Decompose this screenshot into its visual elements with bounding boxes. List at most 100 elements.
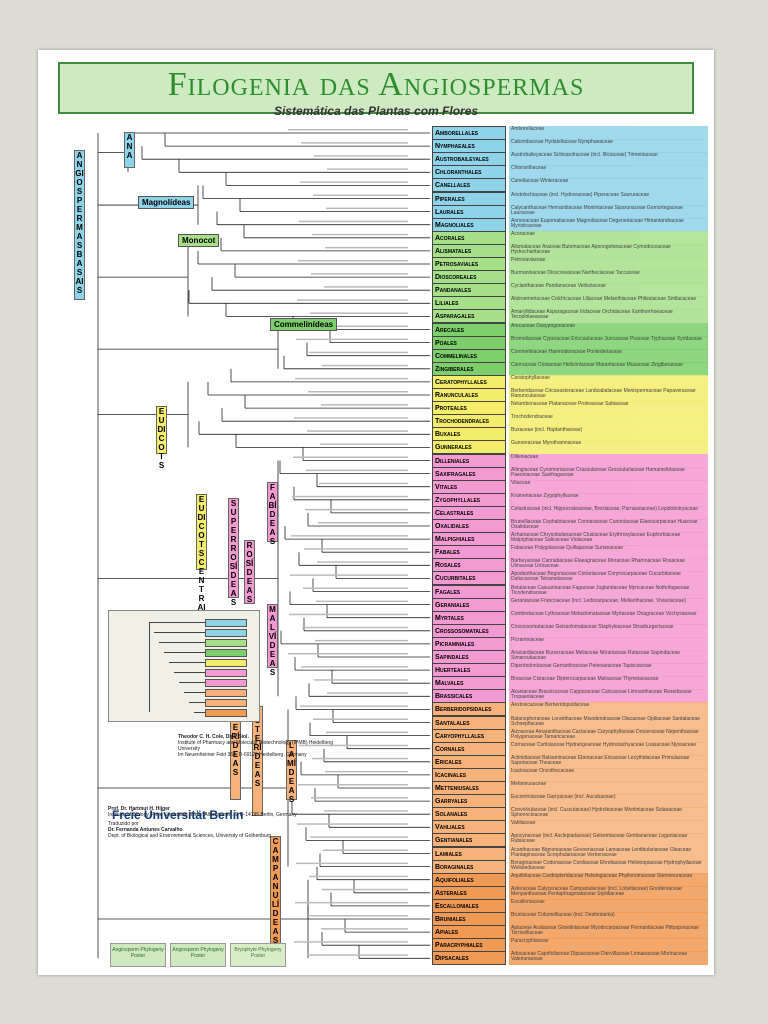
order-name: Pandanales <box>432 283 506 298</box>
author2-name: Prof. Dr. Hartmut H. Hilger <box>108 806 170 812</box>
inset-branch <box>184 692 205 693</box>
order-families: Convolvulaceae (incl. Cuscutaceae) Hydro… <box>509 807 708 822</box>
clade-label-lamideas: LAMÍDEAS <box>286 740 297 804</box>
order-name: Proteales <box>432 401 506 416</box>
order-families: Acoraceae <box>509 230 708 245</box>
character-annotation-line <box>296 862 408 865</box>
clade-label-fabideas: FABÍDEAS <box>267 482 278 546</box>
author1-address: Im Neuenheimer Feld 364, D-69120 Heidelb… <box>178 752 307 758</box>
order-families: Fabaceae Polygalaceae Quillajaceae Suria… <box>509 545 708 560</box>
order-name: Buxales <box>432 427 506 442</box>
order-families: Boraginaceae Codonaceae Cordiaceae Ehret… <box>509 859 708 874</box>
order-name: Oxalidales <box>432 519 506 533</box>
order-name: Magnoliales <box>432 217 506 232</box>
inset-branch <box>169 662 205 663</box>
character-annotation-line <box>298 784 408 786</box>
order-name: Fabales <box>432 545 506 560</box>
character-annotation-line <box>327 692 408 694</box>
clade-label-ana: ANA <box>124 132 135 168</box>
inset-clade-bar <box>205 649 247 657</box>
character-annotation-line <box>324 810 408 812</box>
character-annotation-line <box>301 666 408 668</box>
character-annotation-line <box>301 142 408 144</box>
inset-clade-bar <box>205 629 247 637</box>
order-name: Escalloniales <box>432 898 506 913</box>
order-name: Malvales <box>432 676 506 691</box>
character-annotation-line <box>322 364 408 367</box>
order-families: Acanthaceae Bignoniaceae Gesneriaceae La… <box>509 846 708 861</box>
character-annotation-line <box>292 495 408 498</box>
order-name: Piperales <box>432 191 506 206</box>
order-name: Garryales <box>432 794 506 809</box>
clade-label-magnolideas: Magnolídeas <box>138 196 195 209</box>
order-name: Huerteales <box>432 663 506 678</box>
order-families: Betulaceae Casuarinaceae Fagaceae Juglan… <box>509 584 708 599</box>
order-name: Berberidopsidales <box>432 702 506 717</box>
order-name: Canellales <box>432 178 506 193</box>
character-annotation-line <box>302 626 408 629</box>
character-annotation-line <box>303 587 408 589</box>
character-annotation-line <box>325 246 408 249</box>
order-families: Balanophoraceae Loranthaceae Misodendrac… <box>509 715 708 730</box>
order-families: Cabombaceae Hydatellaceae Nymphaeaceae <box>509 139 708 154</box>
order-families: Amaryllidaceae Asparagaceae Iridaceae Or… <box>509 309 708 324</box>
order-families: Buxaceae (incl. Haptanthaceae) <box>509 427 708 442</box>
character-annotation-line <box>323 849 408 851</box>
order-name: Brassicales <box>432 689 506 704</box>
character-annotation-line <box>321 928 408 930</box>
order-families: Apocynaceae (incl. Asclepiadaceae) Gelse… <box>509 833 708 848</box>
order-families: Paracryphiaceae <box>509 938 708 953</box>
order-families: Canellaceae Winteraceae <box>509 178 708 193</box>
character-annotation-line <box>298 260 408 262</box>
order-name: Malpighiales <box>432 532 506 547</box>
order-families: Celastraceae (incl. Hippocrateaceae, Bre… <box>509 505 708 520</box>
order-name: Vitales <box>432 479 506 494</box>
inset-clade-bar <box>205 709 247 717</box>
clade-label-commelinideas: Commelinídeas <box>270 318 338 331</box>
inset-branch <box>179 682 205 683</box>
character-annotation-line <box>325 770 408 773</box>
order-families: Geraniaceae Francoaceae (incl. Ledocarpa… <box>509 597 708 612</box>
order-families: Bixaceae Cistaceae Dipterocarpaceae Malv… <box>509 676 708 691</box>
character-annotation-line <box>288 129 408 131</box>
order-families: Arecaceae Dasypogonaceae <box>509 322 708 337</box>
character-annotation-line <box>295 377 408 380</box>
poster: Filogenia das Angiospermas Sistemática d… <box>38 50 714 975</box>
order-name: Aquifoliales <box>432 872 506 887</box>
order-families: Apodanthaceae Begoniaceae Coriariaceae C… <box>509 571 708 586</box>
order-name: Boraginales <box>432 859 506 874</box>
order-families: Nelumbonaceae Platanaceae Proteaceae Sab… <box>509 401 708 416</box>
order-families: Krameriaceae Zygophyllaceae <box>509 492 708 507</box>
character-annotation-line <box>291 535 408 537</box>
character-annotation-line <box>314 155 408 157</box>
credits-block: Theodor C. H. Cole, Dipl. Biol. Institut… <box>108 734 338 839</box>
order-families: Akaniaceae Brassicaceae Capparaceae Cari… <box>509 689 708 704</box>
inset-clade-bar <box>205 689 247 697</box>
order-families: Bromeliaceae Cyperaceae Eriocaulaceae Ju… <box>509 335 708 350</box>
order-name: Dioscoreales <box>432 270 506 285</box>
character-annotation-line <box>309 351 408 354</box>
order-families: Icacinaceae Oncothecaceae <box>509 767 708 782</box>
order-name: Caryophyllales <box>432 728 506 743</box>
